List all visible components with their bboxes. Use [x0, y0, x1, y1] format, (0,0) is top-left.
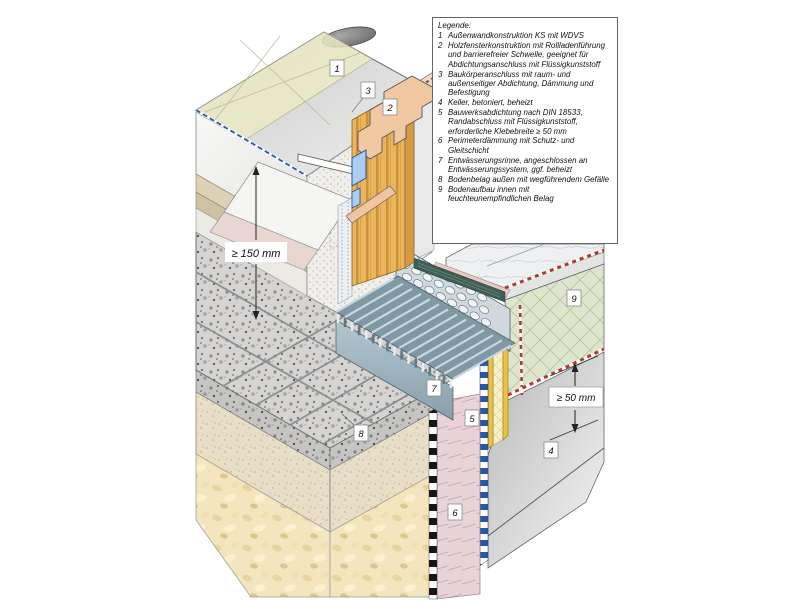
- grating-bar: [407, 318, 467, 355]
- airtight-seal-blue-line: [195, 109, 308, 177]
- svg-text:3: 3: [365, 86, 371, 97]
- exterior-ground: [195, 231, 454, 598]
- grating-bar: [452, 344, 512, 380]
- window-frame: [337, 75, 435, 305]
- svg-text:2: 2: [386, 103, 393, 114]
- svg-text:5: 5: [469, 414, 475, 425]
- callout-2: 2: [382, 98, 398, 116]
- perforation-hole: [445, 286, 456, 295]
- grating-bars: [335, 277, 512, 380]
- perforation-hole: [467, 299, 478, 308]
- waterproofing-membrane-strip: [479, 329, 489, 567]
- callout-4: 4: [543, 441, 559, 459]
- svg-text:4: 4: [548, 446, 553, 457]
- svg-text:1: 1: [334, 64, 339, 75]
- svg-text:6: 6: [452, 508, 458, 519]
- grating-bar: [344, 282, 404, 319]
- sill-board: [209, 211, 319, 271]
- callout-6: 6: [447, 503, 463, 521]
- dimension-150: ≥ 150 mm: [225, 166, 287, 320]
- arrowhead-down: [252, 311, 260, 320]
- callout-1: 1: [329, 59, 345, 77]
- perforation-hole: [422, 273, 433, 282]
- callout-8: 8: [353, 424, 369, 442]
- grating-bar: [362, 293, 422, 329]
- drainage-channel: [335, 243, 516, 421]
- svg-text:9: 9: [571, 294, 577, 305]
- grating-bar: [434, 334, 494, 370]
- grating-teeth: [336, 314, 453, 388]
- perforation-hole: [456, 292, 467, 301]
- callout-leaders: [341, 97, 364, 427]
- grating-bar: [371, 298, 431, 334]
- callout-9: 9: [566, 289, 582, 307]
- grating-bar: [380, 303, 440, 339]
- timber-batten-bar: [487, 343, 494, 450]
- timber-batten-bar: [502, 335, 509, 441]
- perforation-hole: [479, 305, 489, 314]
- callout-7: 7: [426, 379, 442, 397]
- wood-batten: [345, 185, 397, 224]
- soil-face-sw: [195, 453, 331, 598]
- arrowhead-up: [252, 166, 260, 175]
- glazing-seal-small: [351, 187, 361, 209]
- arrowhead-up: [571, 363, 579, 372]
- grating-bar: [425, 329, 485, 365]
- dimension-150-label: ≥ 150 mm: [232, 248, 281, 260]
- protection-layer-strip: [428, 407, 438, 600]
- grating-end-lines: [417, 262, 501, 298]
- channel-outer-face: [335, 319, 454, 421]
- callouts: 1 3 2 7 8 5 6 4 9: [329, 59, 582, 521]
- marble-joint: [486, 243, 546, 267]
- grating-bar: [398, 313, 458, 350]
- frame-cut-profile: [357, 75, 435, 160]
- dimension-50-label: ≥ 50 mm: [557, 393, 596, 404]
- glazing-seal: [351, 149, 367, 187]
- dimension-50: ≥ 50 mm: [548, 355, 604, 441]
- callout-5: 5: [464, 409, 480, 427]
- svg-text:8: 8: [358, 429, 364, 440]
- grating-bar: [335, 277, 395, 313]
- liquid-plastic-seal: [504, 248, 605, 397]
- grating-bar: [443, 339, 503, 375]
- footing-step-line: [487, 447, 605, 537]
- legend-title: Legende:: [438, 21, 471, 30]
- callout-3: 3: [360, 81, 376, 99]
- arrowhead-down: [571, 424, 579, 433]
- grating-end-strip: [413, 257, 506, 303]
- svg-text:7: 7: [431, 384, 437, 395]
- grating-bar: [389, 308, 449, 344]
- roller-shutter-guide: [337, 197, 353, 305]
- grating-bar: [416, 323, 476, 360]
- grating-bar: [353, 287, 413, 324]
- perforation-hole: [433, 279, 444, 289]
- hidden-edge-dashed: [329, 179, 381, 251]
